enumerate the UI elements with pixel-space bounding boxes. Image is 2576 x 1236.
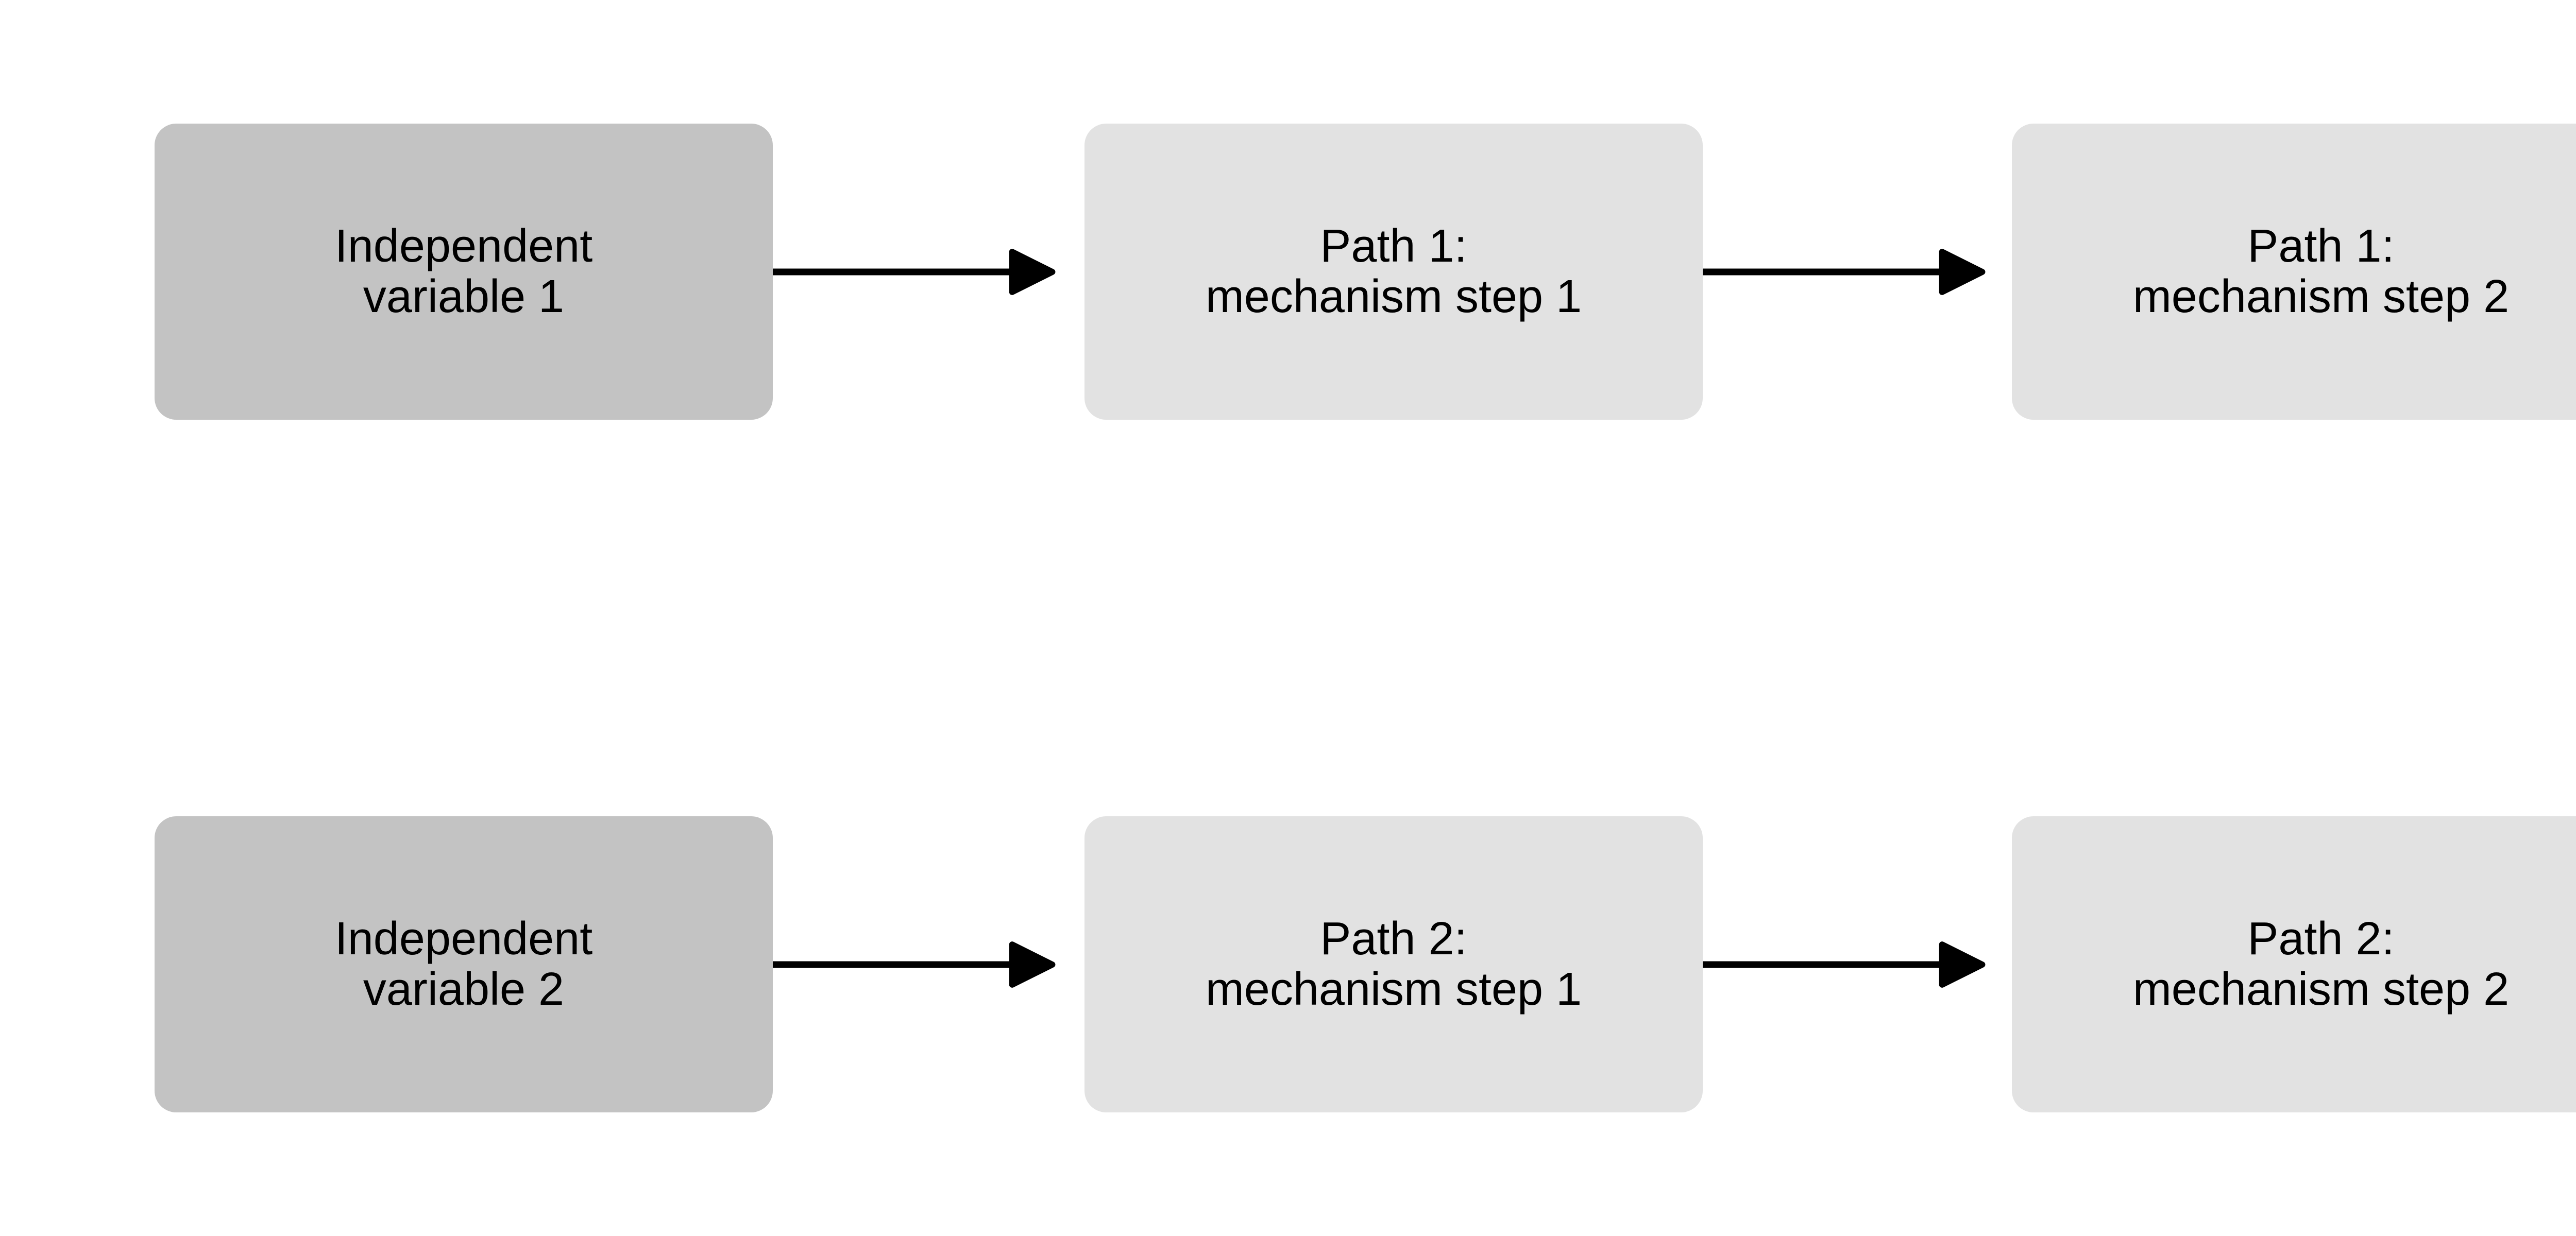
node-independent-variable-2-label: Independent variable 2 — [334, 913, 593, 1015]
node-independent-variable-1-label: Independent variable 1 — [334, 220, 593, 322]
node-independent-variable-2: Independent variable 2 — [155, 816, 773, 1112]
node-path2-mechanism-step-2-label: Path 2: mechanism step 2 — [2132, 913, 2510, 1015]
node-path1-mechanism-step-2-label: Path 1: mechanism step 2 — [2132, 220, 2510, 322]
node-path2-mechanism-step-1-label: Path 2: mechanism step 1 — [1205, 913, 1582, 1015]
node-path1-mechanism-step-2: Path 1: mechanism step 2 — [2012, 124, 2576, 420]
node-path2-mechanism-step-2: Path 2: mechanism step 2 — [2012, 816, 2576, 1112]
node-path2-mechanism-step-1: Path 2: mechanism step 1 — [1084, 816, 1703, 1112]
node-path1-mechanism-step-1: Path 1: mechanism step 1 — [1084, 124, 1703, 420]
node-path1-mechanism-step-1-label: Path 1: mechanism step 1 — [1205, 220, 1582, 322]
node-independent-variable-1: Independent variable 1 — [155, 124, 773, 420]
